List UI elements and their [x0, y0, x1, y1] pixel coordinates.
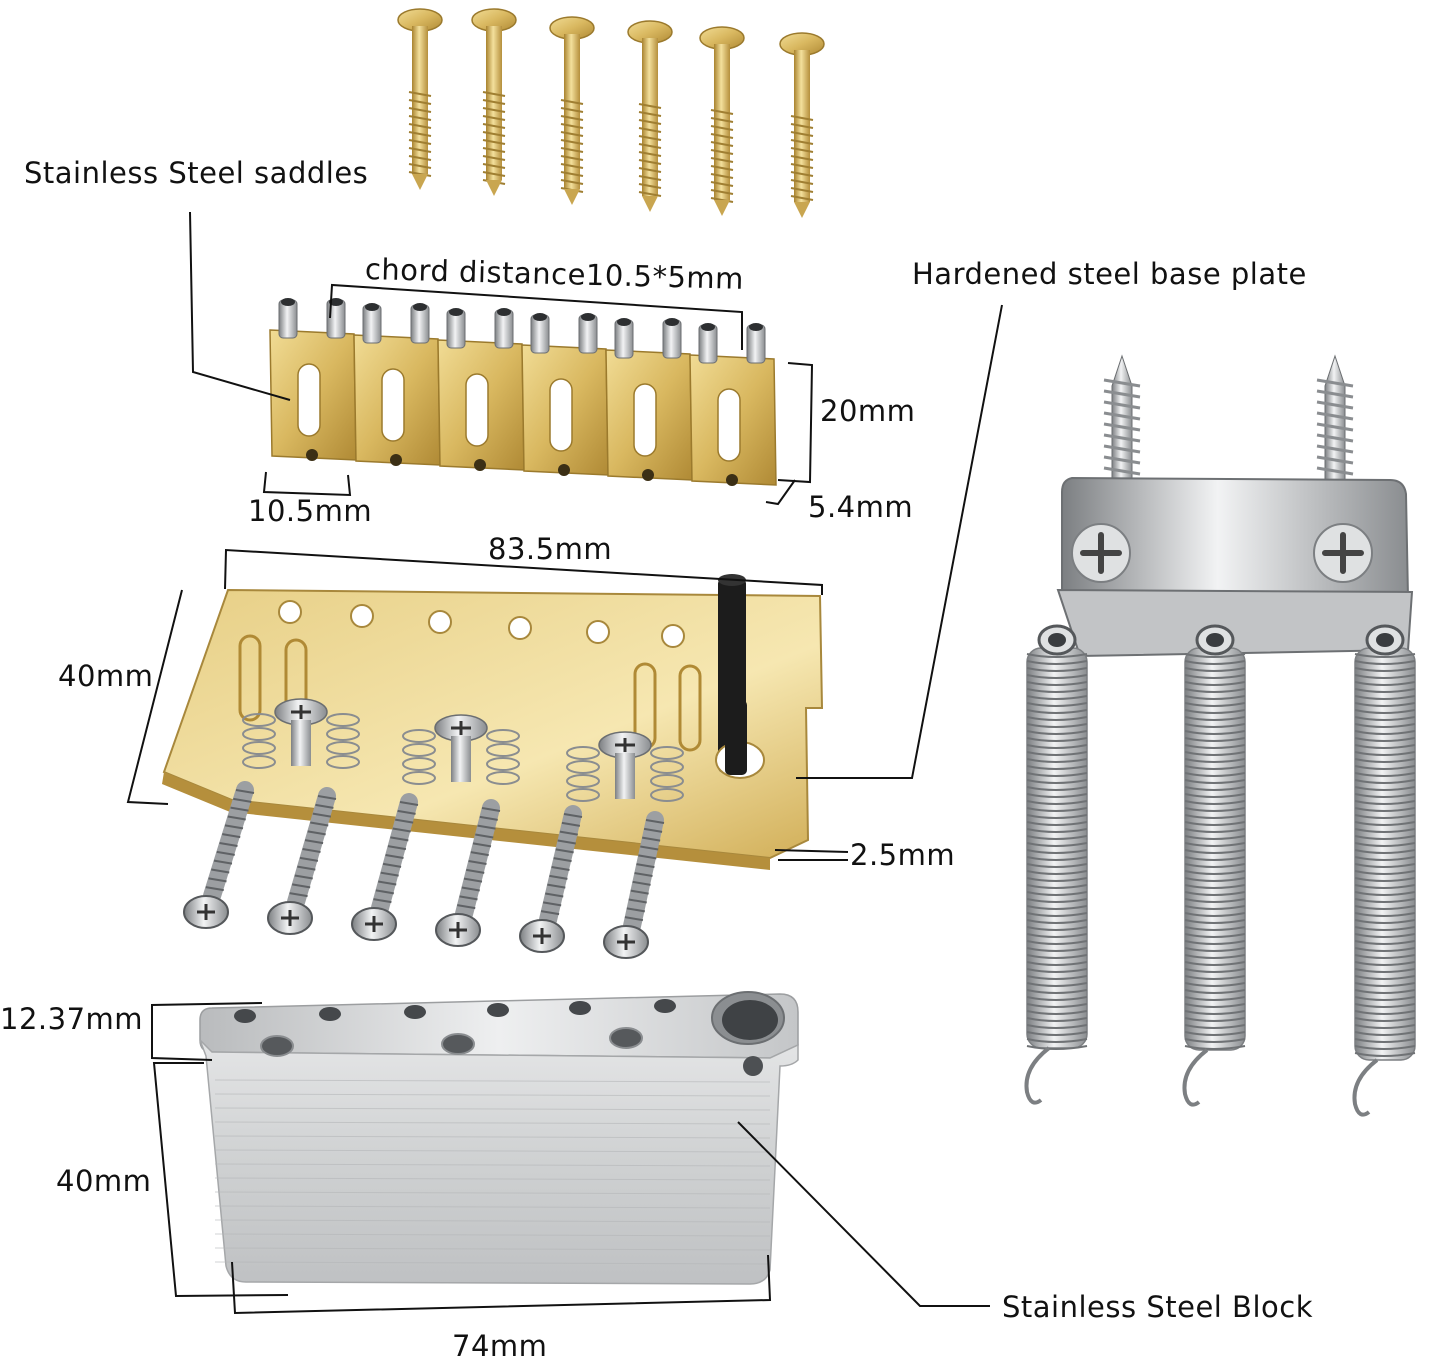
spring: [1182, 624, 1246, 1107]
saddle-screw: [183, 781, 255, 929]
string-hole: [404, 1005, 426, 1019]
string-holes: [278, 600, 685, 648]
gold-screw: [549, 16, 595, 205]
label-plate-depth: 40mm: [58, 659, 154, 693]
label-plate-thickness: 2.5mm: [850, 838, 956, 872]
saddle-screws: [183, 781, 665, 959]
saddle: [437, 308, 525, 471]
gold-mounting-screws: [397, 8, 825, 218]
threaded-hole: [260, 1035, 294, 1057]
string-hole: [586, 620, 610, 644]
gold-screw: [397, 8, 443, 190]
saddle-set: [269, 298, 777, 486]
pivot-screw: [242, 698, 360, 769]
string-hole: [428, 610, 452, 634]
spring: [1352, 624, 1416, 1117]
saddle: [689, 323, 777, 486]
pivot-screw: [566, 731, 684, 802]
pivot-screw: [402, 714, 520, 785]
label-block-width: 74mm: [452, 1329, 548, 1363]
saddle-screw: [435, 799, 501, 947]
sustain-block: [199, 991, 799, 1285]
string-hole: [234, 1009, 256, 1023]
saddle: [269, 298, 357, 461]
label-block: Stainless Steel Block: [1002, 1290, 1313, 1324]
slot: [678, 664, 702, 752]
gold-screw: [779, 32, 825, 218]
saddle: [605, 318, 693, 481]
pivot-screws: [242, 698, 684, 802]
label-block-top: 12.37mm: [0, 1002, 144, 1036]
tremolo-springs: [1024, 624, 1416, 1117]
saddle-screw: [351, 793, 419, 941]
saddle: [521, 313, 609, 476]
label-saddle-width: 10.5mm: [248, 494, 373, 528]
string-hole: [278, 600, 302, 624]
gold-screw: [699, 26, 745, 216]
label-block-height: 40mm: [56, 1164, 152, 1198]
saddle-screw: [519, 805, 583, 953]
gold-screw: [627, 20, 673, 212]
label-base-plate: Hardened steel base plate: [912, 257, 1307, 291]
label-plate-width: 83.5mm: [488, 532, 613, 566]
gold-screw: [471, 8, 517, 196]
label-saddle-depth: 5.4mm: [808, 490, 914, 524]
slot: [238, 634, 262, 722]
label-saddle-height: 20mm: [820, 394, 916, 428]
saddle-screw: [267, 787, 337, 935]
string-hole: [350, 604, 374, 628]
threaded-hole: [609, 1027, 643, 1049]
string-hole: [508, 616, 532, 640]
leader-lines: [126, 211, 1003, 1315]
base-plate: [162, 574, 824, 870]
spring: [1024, 624, 1088, 1105]
string-hole: [661, 624, 685, 648]
spring-claw: [1024, 354, 1416, 1117]
string-hole: [654, 999, 676, 1013]
string-hole: [487, 1003, 509, 1017]
threaded-hole: [441, 1033, 475, 1055]
string-hole: [569, 1001, 591, 1015]
block-holes: [234, 999, 676, 1057]
string-hole: [319, 1007, 341, 1021]
saddle: [353, 303, 441, 466]
label-saddles: Stainless Steel saddles: [24, 156, 369, 190]
saddle-screw: [603, 811, 665, 959]
